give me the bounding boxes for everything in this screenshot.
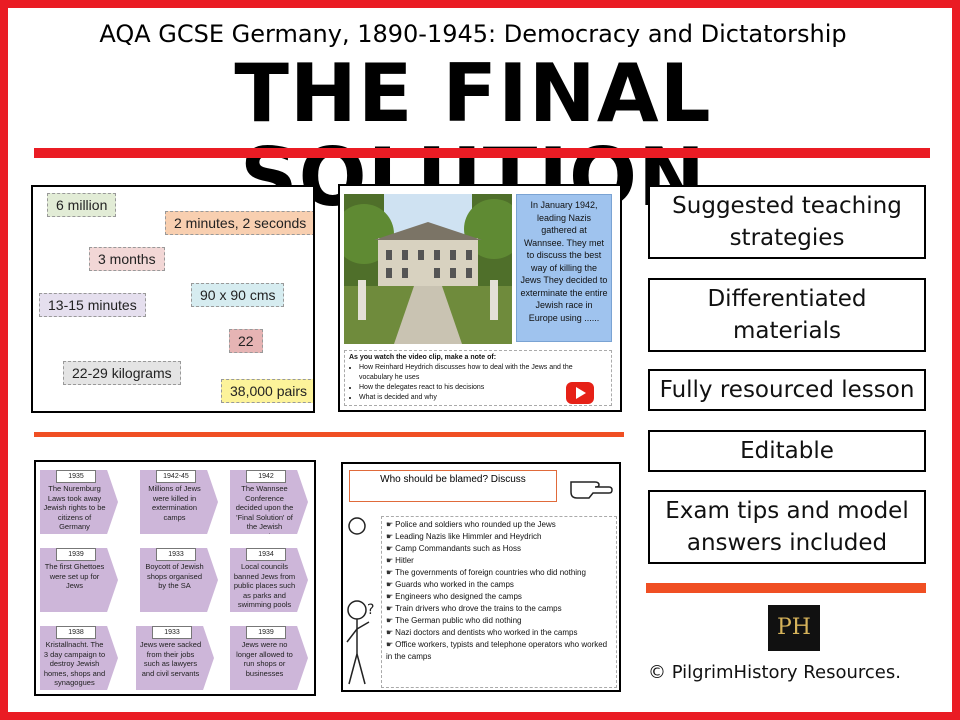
timeline-year: 1942: [246, 470, 286, 483]
title-divider: [34, 148, 930, 158]
timeline-year: 1939: [246, 626, 286, 639]
note-item: What is decided and why: [359, 393, 607, 403]
timeline-year: 1939: [56, 548, 96, 561]
pointing-hand-icon: [569, 472, 613, 502]
timeline-year: 1938: [56, 626, 96, 639]
list-item: Train drivers who drove the trains to th…: [386, 603, 612, 615]
list-item: Nazi doctors and dentists who worked in …: [386, 627, 612, 639]
fact-chip: 22-29 kilograms: [63, 361, 181, 385]
video-note-box: As you watch the video clip, make a note…: [344, 350, 612, 406]
fact-chip: 13-15 minutes: [39, 293, 146, 317]
list-item: The German public who did nothing: [386, 615, 612, 627]
facts-panel: 6 million 2 minutes, 2 seconds 3 months …: [31, 185, 315, 413]
list-item: Police and soldiers who rounded up the J…: [386, 519, 612, 531]
timeline-year: 1942-45: [156, 470, 196, 483]
list-item: Engineers who designed the camps: [386, 591, 612, 603]
feature-teaching-strategies: Suggested teaching strategies: [648, 185, 926, 259]
timeline-year: 1934: [246, 548, 286, 561]
blame-list: Police and soldiers who rounded up the J…: [381, 516, 617, 688]
feature-editable: Editable: [648, 430, 926, 472]
note-item: How the delegates react to his decisions: [359, 383, 607, 393]
timeline-year: 1935: [56, 470, 96, 483]
fact-chip: 3 months: [89, 247, 165, 271]
timeline-year: 1933: [152, 626, 192, 639]
list-item: Office workers, typists and telephone op…: [386, 639, 612, 663]
pilgrim-history-logo: PH: [768, 605, 820, 651]
wannsee-panel: In January 1942, leading Nazis gathered …: [338, 184, 622, 412]
feature-divider: [646, 583, 926, 593]
list-item: Guards who worked in the camps: [386, 579, 612, 591]
fact-chip: 6 million: [47, 193, 117, 217]
fact-chip: 2 minutes, 2 seconds: [165, 211, 313, 235]
list-item: Camp Commandants such as Hoss: [386, 543, 612, 555]
section-divider: [34, 432, 624, 437]
list-item: Leading Nazis like Himmler and Heydrich: [386, 531, 612, 543]
feature-fully-resourced: Fully resourced lesson: [648, 369, 926, 411]
subtitle: AQA GCSE Germany, 1890-1945: Democracy a…: [99, 20, 847, 48]
feature-exam-tips: Exam tips and model answers included: [648, 490, 926, 564]
wannsee-summary: In January 1942, leading Nazis gathered …: [516, 194, 612, 342]
list-item: Hitler: [386, 555, 612, 567]
copyright-text: © PilgrimHistory Resources.: [648, 662, 901, 683]
fact-chip: 38,000 pairs: [221, 379, 313, 403]
timeline-panel: The Nuremburg Laws took away Jewish righ…: [34, 460, 316, 696]
list-item: The governments of foreign countries who…: [386, 567, 612, 579]
svg-text:?: ?: [367, 602, 374, 618]
blame-panel: Who should be blamed? Discuss ? Police a…: [341, 462, 621, 692]
timeline-card: The Wannsee Conference decided upon the …: [230, 470, 308, 534]
fact-chip: 22: [229, 329, 263, 353]
villa-photo: [344, 194, 512, 344]
note-heading: As you watch the video clip, make a note…: [349, 354, 497, 361]
note-item: How Reinhard Heydrich discusses how to d…: [359, 363, 607, 383]
timeline-year: 1933: [156, 548, 196, 561]
fact-chip: 90 x 90 cms: [191, 283, 285, 307]
feature-differentiated-materials: Differentiated materials: [648, 278, 926, 352]
blame-header: Who should be blamed? Discuss: [349, 470, 557, 502]
thinking-figure-icon: ?: [345, 514, 379, 690]
youtube-play-icon[interactable]: [566, 382, 594, 404]
